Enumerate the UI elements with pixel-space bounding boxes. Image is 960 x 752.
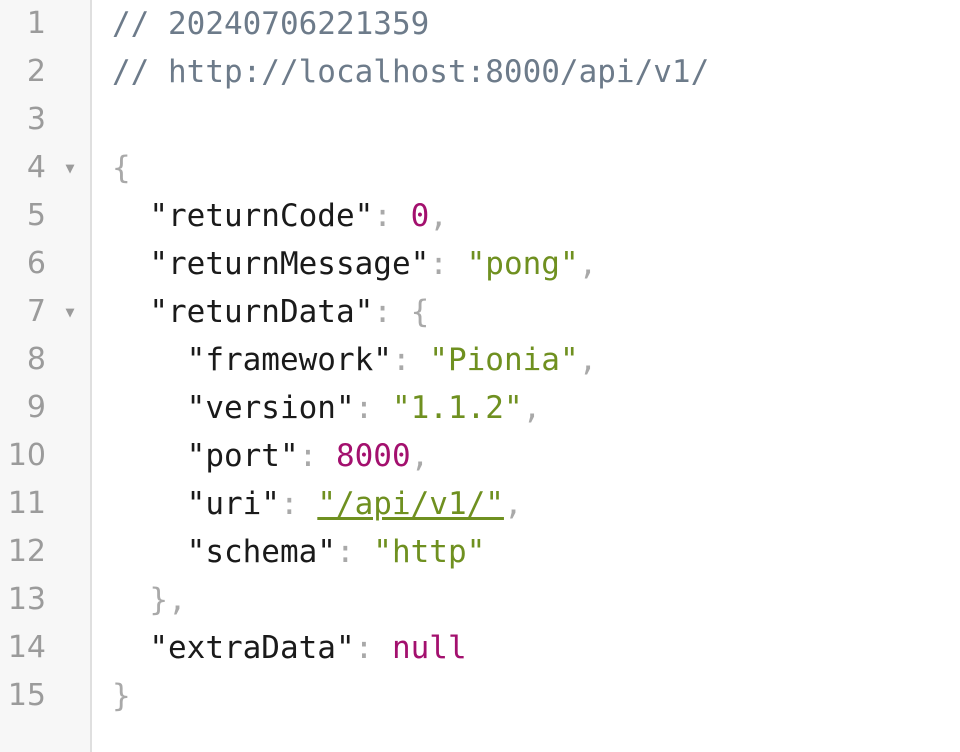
json-value-returnMessage: "pong": [466, 246, 579, 282]
indent: [112, 342, 187, 378]
line-number: 11: [7, 486, 46, 521]
code-line: "returnData": {: [112, 288, 960, 336]
comma: ,: [578, 342, 598, 378]
code-line: "port": 8000,: [112, 432, 960, 480]
colon: :: [335, 534, 374, 570]
indent: [112, 534, 187, 570]
indent: [112, 246, 149, 282]
comma: ,: [522, 390, 542, 426]
json-key-version: "version": [186, 390, 355, 426]
comma: ,: [578, 246, 598, 282]
colon: :: [429, 246, 467, 282]
comment-token: // http://localhost:8000/api/v1/: [112, 54, 710, 90]
comment-token: // 20240706221359: [112, 6, 430, 42]
code-line: "uri": "/api/v1/",: [112, 480, 960, 528]
code-line: }: [112, 672, 960, 720]
gutter-row: 4 ▼: [0, 144, 90, 192]
gutter-row: 3: [0, 96, 90, 144]
line-number-gutter: 1 2 3 4 ▼ 5 6 7 ▼ 8: [0, 0, 92, 752]
code-line: "returnMessage": "pong",: [112, 240, 960, 288]
json-value-framework: "Pionia": [429, 342, 579, 378]
gutter-row: 10: [0, 432, 90, 480]
json-value-uri-link[interactable]: "/api/v1/": [317, 486, 504, 522]
gutter-row: 6: [0, 240, 90, 288]
code-line: "version": "1.1.2",: [112, 384, 960, 432]
gutter-row: 15: [0, 672, 90, 720]
code-line: "returnCode": 0,: [112, 192, 960, 240]
comma: ,: [429, 198, 448, 234]
open-brace-token: {: [410, 294, 430, 330]
code-line: "schema": "http": [112, 528, 960, 576]
code-line: },: [112, 576, 960, 624]
comma: ,: [503, 486, 523, 522]
line-number: 5: [26, 198, 46, 233]
gutter-row: 8: [0, 336, 90, 384]
fold-toggle-icon[interactable]: ▼: [65, 303, 75, 321]
gutter-row: 7 ▼: [0, 288, 90, 336]
colon: :: [391, 342, 430, 378]
json-value-extraData: null: [391, 630, 467, 666]
comma: ,: [410, 438, 430, 474]
close-brace-token: }: [149, 582, 168, 618]
line-number: 9: [26, 390, 46, 425]
line-number: 2: [26, 54, 46, 89]
fold-toggle-icon[interactable]: ▼: [65, 159, 75, 177]
json-value-version: "1.1.2": [391, 390, 523, 426]
json-value-returnCode: 0: [410, 198, 430, 234]
json-value-port: 8000: [335, 438, 411, 474]
gutter-row: 9: [0, 384, 90, 432]
json-key-schema: "schema": [186, 534, 336, 570]
line-number: 15: [7, 678, 46, 713]
line-number: 14: [7, 630, 46, 665]
close-brace-token: }: [112, 678, 131, 714]
comma: ,: [168, 582, 187, 618]
json-key-uri: "uri": [186, 486, 280, 522]
indent: [112, 630, 149, 666]
json-key-extraData: "extraData": [149, 630, 355, 666]
gutter-row: 14: [0, 624, 90, 672]
code-content-area[interactable]: // 20240706221359 // http://localhost:80…: [92, 0, 960, 752]
gutter-row: 5: [0, 192, 90, 240]
json-key-port: "port": [186, 438, 299, 474]
indent: [112, 390, 187, 426]
colon: :: [298, 438, 336, 474]
colon: :: [354, 390, 392, 426]
code-line: "extraData": null: [112, 624, 960, 672]
line-number: 7: [26, 294, 46, 329]
line-number: 8: [26, 342, 46, 377]
line-number: 6: [26, 246, 46, 281]
indent: [112, 294, 149, 330]
line-number: 10: [7, 438, 46, 473]
colon: :: [279, 486, 318, 522]
colon: :: [354, 630, 392, 666]
code-line: "framework": "Pionia",: [112, 336, 960, 384]
colon: :: [373, 198, 411, 234]
code-line: [112, 96, 960, 144]
indent: [112, 438, 187, 474]
indent: [112, 582, 149, 618]
gutter-row: 11: [0, 480, 90, 528]
open-brace-token: {: [112, 150, 131, 186]
gutter-row: 13: [0, 576, 90, 624]
line-number: 1: [26, 6, 46, 41]
json-value-schema: "http": [373, 534, 486, 570]
line-number: 4: [26, 150, 46, 185]
colon: :: [373, 294, 411, 330]
code-line: // 20240706221359: [112, 0, 960, 48]
gutter-row: 2: [0, 48, 90, 96]
gutter-row: 1: [0, 0, 90, 48]
json-key-returnCode: "returnCode": [149, 198, 374, 234]
line-number: 12: [7, 534, 46, 569]
code-line: {: [112, 144, 960, 192]
json-key-returnMessage: "returnMessage": [149, 246, 430, 282]
code-line: // http://localhost:8000/api/v1/: [112, 48, 960, 96]
indent: [112, 486, 187, 522]
gutter-row: 12: [0, 528, 90, 576]
json-key-framework: "framework": [186, 342, 392, 378]
line-number: 13: [7, 582, 46, 617]
json-key-returnData: "returnData": [149, 294, 374, 330]
line-number: 3: [26, 102, 46, 137]
indent: [112, 198, 149, 234]
